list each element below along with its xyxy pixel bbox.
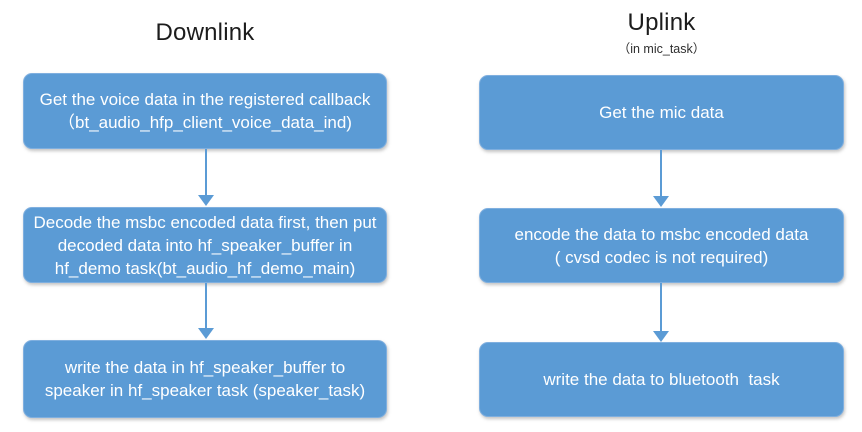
- uplink-subtitle: （in mic_task）: [617, 42, 706, 56]
- box-text-line: hf_demo task(bt_audio_hf_demo_main): [54, 258, 356, 278]
- box-text-line: write the data in hf_speaker_buffer to: [64, 358, 346, 377]
- box-text-line: Get the mic data: [599, 103, 724, 122]
- box-text-line: write the data to bluetooth task: [543, 370, 780, 389]
- downlink-title: Downlink: [155, 19, 255, 46]
- uplink-step-write-bluetooth: write the data to bluetooth task: [479, 342, 844, 417]
- box-text-line: （bt_audio_hfp_client_voice_data_ind): [58, 113, 352, 132]
- arrow-down-icon: [205, 283, 207, 328]
- arrow-down-icon: [205, 149, 207, 195]
- arrow-down-icon: [660, 150, 662, 196]
- box-text-line: encode the data to msbc encoded data: [514, 224, 809, 244]
- arrow-down-icon: [660, 283, 662, 331]
- downlink-step-decode-msbc: Decode the msbc encoded data first, then…: [23, 207, 387, 283]
- box-text-line: Get the voice data in the registered cal…: [39, 90, 371, 109]
- uplink-step-encode-msbc: encode the data to msbc encoded data ( c…: [479, 208, 844, 283]
- box-text-line: Decode the msbc encoded data first, then…: [33, 212, 377, 232]
- downlink-step-get-voice-data: Get the voice data in the registered cal…: [23, 73, 387, 149]
- box-text-line: decoded data into hf_speaker_buffer in: [57, 235, 353, 255]
- box-text-line: ( cvsd codec is not required): [554, 247, 769, 267]
- box-text-line: speaker in hf_speaker task (speaker_task…: [44, 381, 366, 400]
- uplink-step-get-mic-data: Get the mic data: [479, 75, 844, 150]
- uplink-title: Uplink: [627, 9, 696, 36]
- downlink-step-write-speaker: write the data in hf_speaker_buffer to s…: [23, 340, 387, 418]
